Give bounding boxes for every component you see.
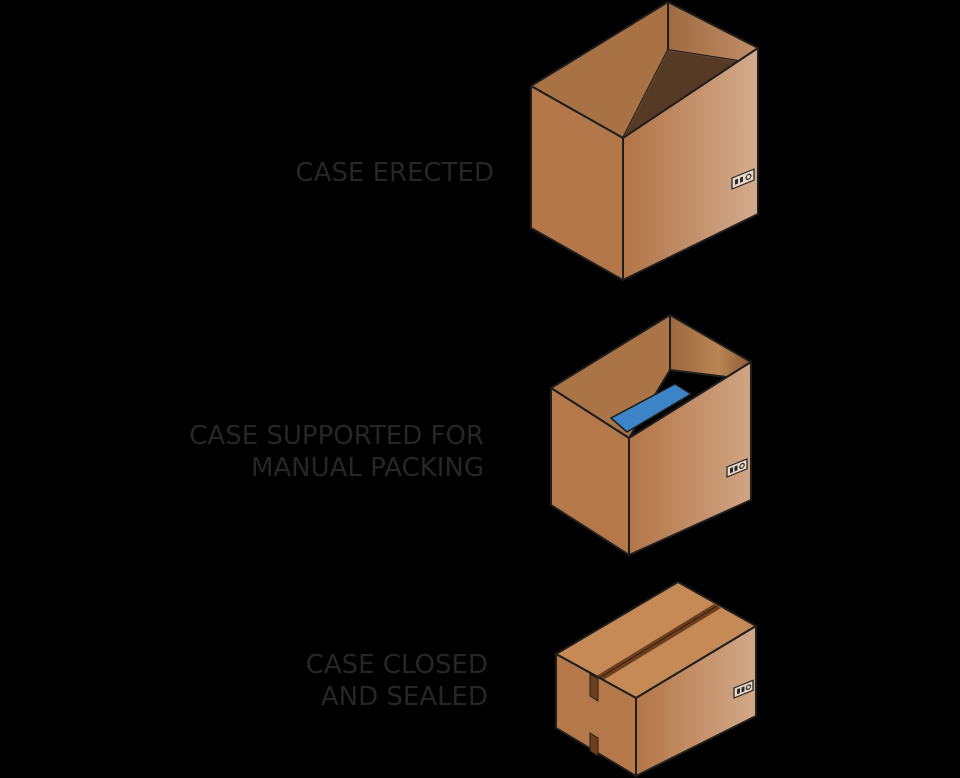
packing-tray: [610, 383, 692, 433]
package-symbols-icon: [726, 458, 748, 478]
step-label-case-erected: CASE ERECTED: [295, 157, 494, 189]
sealed-case-box: [555, 581, 757, 777]
step-label-line: AND SEALED: [320, 682, 488, 712]
step-label-case-sealed: CASE CLOSED AND SEALED: [306, 649, 488, 713]
sealing-tape-side: [589, 732, 599, 757]
packing-case-box: [550, 314, 752, 556]
step-label-line: MANUAL PACKING: [250, 453, 484, 483]
step-label-line: CASE SUPPORTED FOR: [189, 421, 484, 451]
erected-case-box: [530, 1, 759, 281]
package-symbols-icon: [733, 679, 754, 699]
package-symbols-icon: [731, 168, 755, 190]
step-label-line: CASE ERECTED: [295, 158, 494, 188]
box-right-face: [635, 625, 757, 777]
box-right-face: [622, 47, 759, 281]
sealing-tape-side: [589, 673, 599, 702]
step-label-line: CASE CLOSED: [305, 650, 488, 680]
step-label-case-supported: CASE SUPPORTED FOR MANUAL PACKING: [189, 420, 484, 484]
box-right-face: [628, 361, 752, 556]
